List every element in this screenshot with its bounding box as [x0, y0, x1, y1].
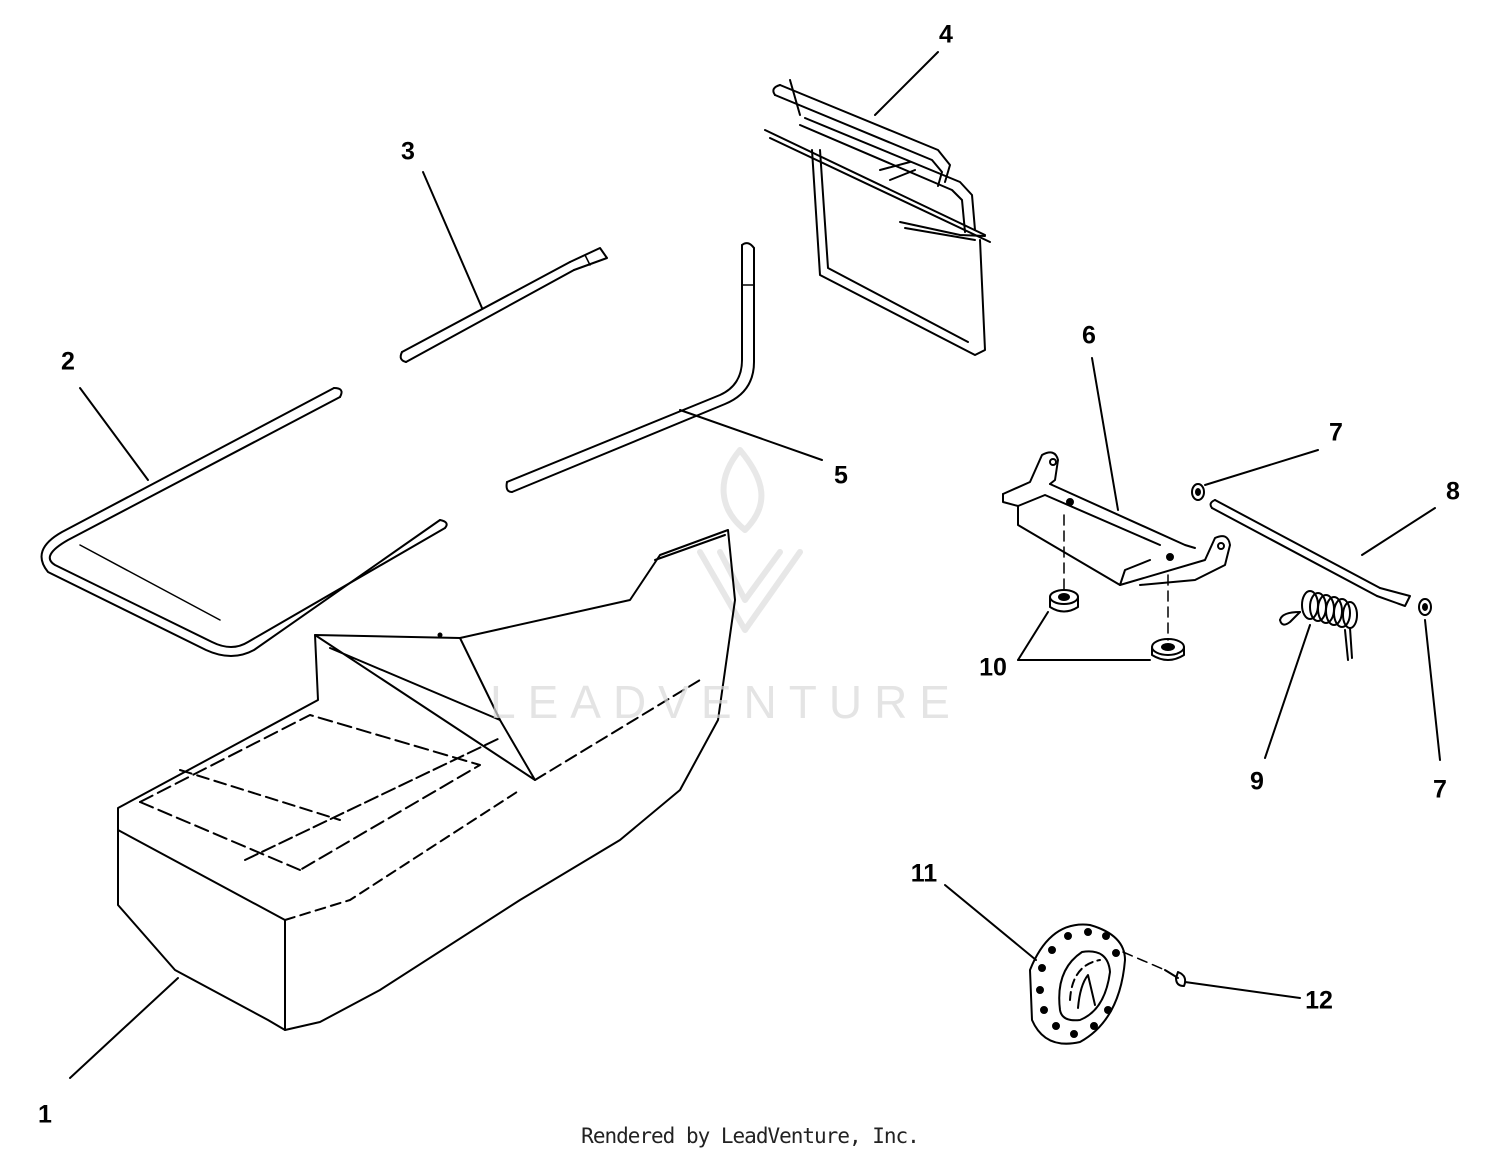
part-6-bracket — [1002, 451, 1231, 586]
watermark-logo — [697, 447, 803, 633]
part-8-pin — [1209, 499, 1411, 607]
leader-lines — [69, 51, 1441, 1079]
assembly-guides — [1063, 514, 1169, 971]
callout-1: 1 — [38, 1100, 52, 1129]
part-3-rod — [399, 247, 608, 363]
callout-11: 11 — [910, 859, 938, 888]
callout-10: 10 — [979, 653, 1007, 682]
callout-3: 3 — [401, 137, 415, 166]
part-2-u-frame — [40, 387, 448, 657]
part-7-washer-right — [1418, 598, 1432, 616]
callout-4: 4 — [939, 20, 953, 49]
watermark-text: LEADVENTURE — [490, 676, 962, 728]
callout-6: 6 — [1082, 321, 1096, 350]
part-10-nut-upper — [1049, 589, 1079, 613]
callout-8: 8 — [1446, 477, 1460, 506]
part-4-wire-frame — [764, 79, 991, 356]
part-5-bent-rod — [505, 242, 755, 493]
footer-credit: Rendered by LeadVenture, Inc. — [581, 1124, 920, 1148]
callout-7-upper: 7 — [1329, 418, 1343, 447]
part-10-nut-lower — [1151, 638, 1185, 661]
callout-7-lower: 7 — [1433, 775, 1447, 804]
part-12-screw — [1164, 969, 1187, 987]
callout-12: 12 — [1305, 986, 1333, 1015]
part-1-grass-catcher — [117, 529, 736, 1031]
part-7-washer-left — [1191, 483, 1205, 501]
callout-9: 9 — [1250, 767, 1264, 796]
callout-5: 5 — [834, 461, 848, 490]
callout-2: 2 — [61, 347, 75, 376]
part-11-plate — [1029, 923, 1126, 1045]
part-9-spring — [1279, 590, 1358, 661]
